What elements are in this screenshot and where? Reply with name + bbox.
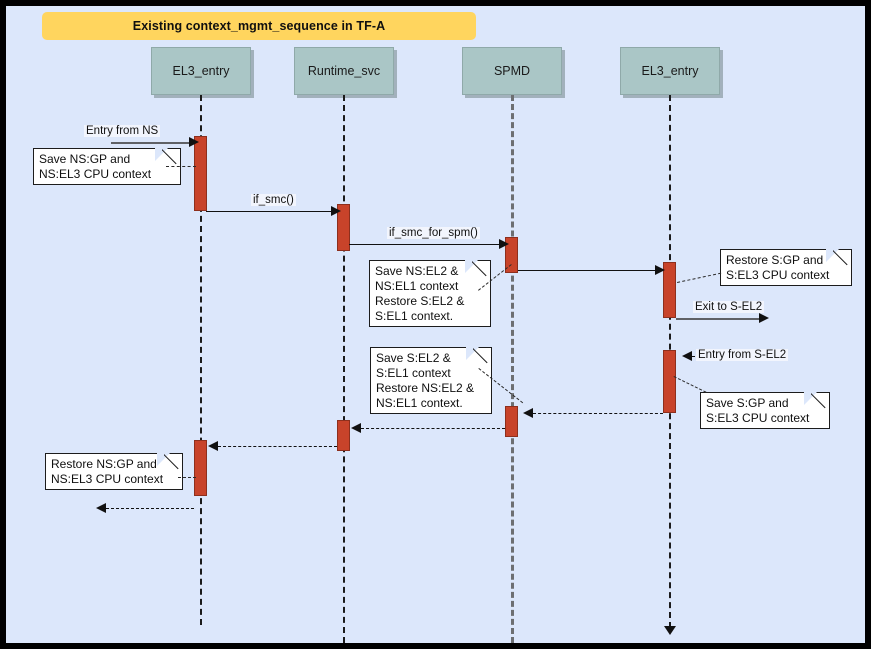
- arrowhead-right-icon: [499, 239, 509, 249]
- lifeline-runtime-svc: [343, 95, 345, 643]
- message-line-if-smc-for-spm: [349, 244, 505, 245]
- lifeline-el3-entry-left: [200, 95, 202, 625]
- message-label-entry-from-s-el2: Entry from S-EL2: [696, 349, 789, 361]
- arrowhead-left-icon: [682, 351, 692, 361]
- arrowhead-right-icon: [189, 137, 199, 147]
- message-line-el3-to-spmd: [533, 413, 663, 414]
- note-fold-edge-icon: [833, 249, 852, 268]
- message-label-if-smc: if_smc(): [251, 194, 296, 206]
- participant-el3-entry-left[interactable]: EL3_entry: [151, 47, 251, 95]
- lifeline-end-arrow-icon: [664, 626, 676, 635]
- participant-runtime-svc[interactable]: Runtime_svc: [294, 47, 394, 95]
- activation-el3-entry-left-2: [194, 440, 207, 496]
- note-save-ns-el2: Save NS:EL2 & NS:EL1 context Restore S:E…: [369, 260, 491, 327]
- note-fold-edge-icon: [164, 453, 183, 472]
- note-connector-1: [166, 166, 196, 167]
- note-fold-edge-icon: [162, 148, 181, 167]
- message-label-exit-to-s-el2: Exit to S-EL2: [693, 301, 765, 313]
- note-connector-4: [673, 376, 707, 393]
- arrowhead-right-icon: [331, 206, 341, 216]
- arrowhead-left-icon: [208, 441, 218, 451]
- note-fold-edge-icon: [472, 260, 491, 279]
- message-line-spmd-to-el3: [518, 270, 661, 271]
- activation-spmd-2: [505, 406, 518, 437]
- note-connector-6: [178, 477, 196, 478]
- note-save-ns-gp: Save NS:GP and NS:EL3 CPU context: [33, 148, 181, 185]
- note-save-s-el2: Save S:EL2 & S:EL1 context Restore NS:EL…: [370, 347, 492, 414]
- message-line-spmd-to-runtime: [361, 428, 505, 429]
- message-line-exit-to-s-el2: [676, 318, 765, 320]
- activation-runtime-svc-2: [337, 420, 350, 451]
- participant-el3-entry-right[interactable]: EL3_entry: [620, 47, 720, 95]
- message-line-runtime-to-el3: [218, 446, 337, 447]
- activation-el3-entry-right-2: [663, 350, 676, 413]
- activation-el3-entry-left-1: [194, 136, 207, 211]
- arrowhead-right-icon: [759, 313, 769, 323]
- message-line-if-smc: [206, 211, 337, 212]
- message-label-entry-from-ns: Entry from NS: [84, 125, 161, 137]
- participant-spmd[interactable]: SPMD: [462, 47, 562, 95]
- note-fold-edge-icon: [811, 392, 830, 411]
- message-line-entry-from-ns: [111, 142, 195, 144]
- arrowhead-left-icon: [96, 503, 106, 513]
- note-connector-3: [677, 272, 722, 283]
- note-fold-edge-icon: [473, 347, 492, 366]
- diagram-title-banner: Existing context_mgmt_sequence in TF-A: [42, 12, 476, 40]
- diagram-canvas: Existing context_mgmt_sequence in TF-A E…: [6, 6, 865, 643]
- lifeline-spmd: [511, 95, 514, 643]
- message-line-return-to-ns: [106, 508, 194, 509]
- arrowhead-left-icon: [523, 408, 533, 418]
- activation-el3-entry-right-1: [663, 262, 676, 318]
- arrowhead-left-icon: [351, 423, 361, 433]
- arrowhead-right-icon: [655, 265, 665, 275]
- message-label-if-smc-for-spm: if_smc_for_spm(): [387, 227, 480, 239]
